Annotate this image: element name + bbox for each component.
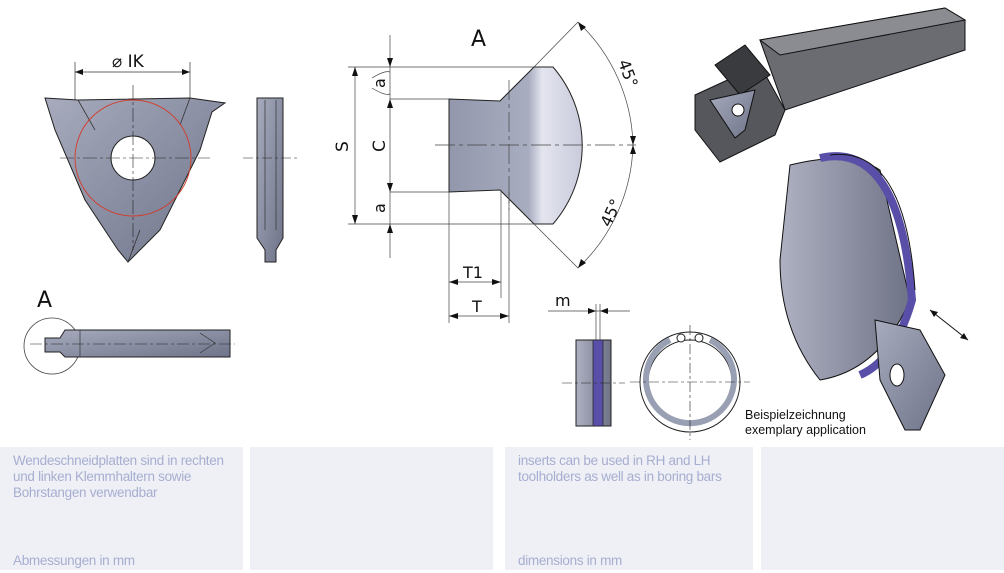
technical-drawing: ⌀ IK A A (23, 7, 969, 440)
caption-de: Beispielzeichnung (745, 408, 846, 422)
label-s: S (333, 141, 353, 152)
insert-side-view (243, 97, 297, 263)
panel-footer: dimensions in mm (518, 553, 622, 568)
groove-and-circlip-view: m (548, 291, 750, 440)
caption-en: exemplary application (745, 423, 866, 437)
panel-text: Wendeschneidplatten sind in rechten und … (13, 453, 224, 500)
label-angle-top: 45° (614, 57, 642, 90)
illustration-caption: Beispielzeichnung exemplary application (745, 408, 866, 438)
label-t1: T1 (462, 263, 483, 282)
info-panel-en: inserts can be used in RH and LH toolhol… (505, 447, 753, 570)
label-t: T (471, 297, 482, 316)
info-panel-empty (761, 447, 1004, 570)
panel-text: inserts can be used in RH and LH toolhol… (518, 453, 722, 484)
label-angle-bottom: 45° (596, 196, 625, 230)
info-panel-de: Wendeschneidplatten sind in rechten und … (0, 447, 243, 570)
label-a-top: a (370, 78, 389, 88)
section-a-detail: A S C a a 45° 45° (333, 21, 642, 323)
label-c: C (370, 140, 390, 152)
insert-view-a: A (23, 288, 235, 375)
panel-footer: Abmessungen in mm (13, 553, 135, 568)
view-a-label: A (37, 288, 52, 313)
workpiece-illustration (779, 152, 969, 431)
label-m: m (555, 291, 571, 310)
label-a-bottom: a (370, 203, 389, 213)
info-panel-empty (250, 447, 493, 570)
toolholder-illustration (694, 7, 967, 163)
insert-top-view: ⌀ IK (44, 52, 227, 263)
section-a-title: A (471, 27, 486, 52)
diameter-ik-label: ⌀ IK (112, 52, 145, 72)
